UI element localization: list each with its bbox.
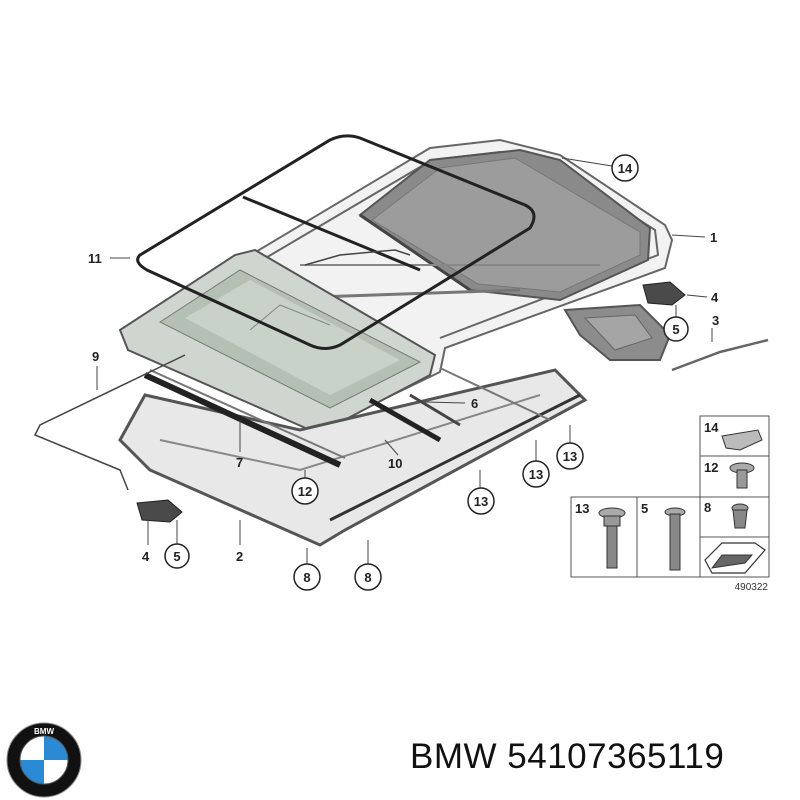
part-caption: BMW 54107365119 — [410, 737, 724, 777]
callout-13-c-circle: 13 — [556, 442, 584, 470]
callout-13-c: 13 — [563, 449, 577, 464]
callout-13-a: 13 — [474, 494, 488, 509]
bmw-logo-letters: BMW — [34, 727, 54, 736]
callout-7: 7 — [236, 455, 243, 470]
part-number: 54107365119 — [507, 737, 725, 776]
legend-label-14: 14 — [704, 420, 719, 435]
bmw-logo: BMW — [6, 722, 82, 798]
leader-lines — [96, 157, 713, 565]
callout-5-right: 5 — [672, 322, 679, 337]
long-bolt-icon — [664, 507, 686, 571]
flange-bolt-icon — [598, 507, 626, 569]
callout-8-a: 8 — [303, 570, 310, 585]
callout-14: 14 — [618, 161, 633, 176]
callout-13-b: 13 — [529, 467, 543, 482]
side-rails — [143, 369, 461, 468]
legend-label-8: 8 — [704, 500, 711, 515]
callout-6: 6 — [471, 396, 478, 411]
callout-8-a-circle: 8 — [293, 563, 321, 591]
expanding-nut-icon — [731, 503, 749, 529]
callout-8-b-circle: 8 — [354, 563, 382, 591]
direction-arrow-icon — [704, 542, 766, 574]
bracket-clip-icon — [721, 429, 763, 451]
callout-4-left: 4 — [142, 549, 150, 564]
callout-14-circle: 14 — [611, 154, 639, 182]
callout-5-left-circle: 5 — [164, 543, 190, 569]
callout-5-left: 5 — [173, 549, 180, 564]
legend-label-5: 5 — [641, 501, 648, 516]
motor-right — [642, 281, 686, 306]
callout-10: 10 — [388, 456, 402, 471]
glass-seal — [136, 134, 536, 350]
callout-13-a-circle: 13 — [467, 487, 495, 515]
cables — [33, 249, 769, 491]
callout-3: 3 — [712, 313, 719, 328]
callout-9: 9 — [92, 349, 99, 364]
hardware-legend: 14 12 8 13 5 490322 — [570, 415, 770, 593]
callout-11: 11 — [88, 251, 102, 266]
callouts: 1 2 3 4 4 6 7 9 10 11 14 5 5 12 8 — [88, 154, 719, 591]
brand-name: BMW — [410, 737, 498, 776]
legend-label-12: 12 — [704, 460, 718, 475]
lower-frame — [118, 367, 588, 547]
clip-nut-icon — [729, 462, 755, 489]
callout-12-circle: 12 — [291, 477, 319, 505]
reference-code: 490322 — [735, 582, 769, 593]
motor-left — [136, 499, 183, 523]
callout-1: 1 — [710, 230, 717, 245]
callout-5-right-circle: 5 — [663, 316, 689, 342]
callout-13-b-circle: 13 — [522, 460, 550, 488]
callout-4-right: 4 — [711, 290, 719, 305]
callout-12: 12 — [298, 484, 312, 499]
callout-2: 2 — [236, 549, 243, 564]
legend-label-13: 13 — [575, 501, 589, 516]
callout-8-b: 8 — [364, 570, 371, 585]
